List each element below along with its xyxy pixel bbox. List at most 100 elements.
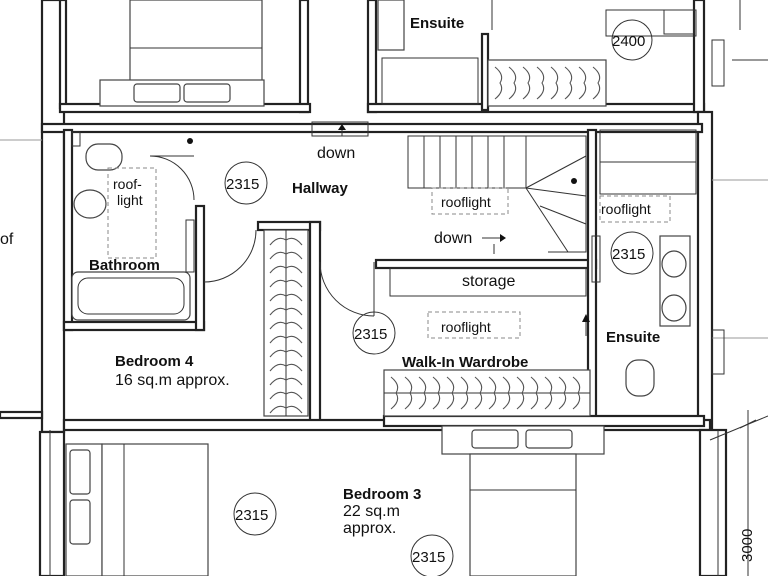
stair-rooflight-label: rooflight xyxy=(441,194,491,210)
hanger-icon xyxy=(522,66,531,100)
room-label-walk-in-wardrobe: Walk-In Wardrobe xyxy=(402,354,528,371)
bedroom3-headboard xyxy=(441,425,605,455)
hanger-icon xyxy=(530,376,539,410)
bathroom-rooflight-outline xyxy=(107,167,157,259)
wardrobe-rooflight-outline xyxy=(427,311,521,339)
hanger-icon xyxy=(269,307,303,316)
bedroom3-area-line2: approx. xyxy=(343,520,396,537)
right-lower-wall xyxy=(698,428,728,576)
ceiling-height-hallway: 2315 xyxy=(226,176,259,193)
room-label-ensuite-right: Ensuite xyxy=(606,329,660,346)
ceiling-height-bedroom3: 2315 xyxy=(412,549,445,566)
stair-direction-down-mid: down xyxy=(434,230,472,247)
labels: Ensuite 2400 down 2315 Hallway roof- lig… xyxy=(0,15,756,566)
hanger-icon xyxy=(558,376,567,410)
storage-top-wall xyxy=(374,258,598,270)
arrow-head-icon xyxy=(500,234,506,242)
staircase xyxy=(407,135,587,254)
hanger-icon xyxy=(564,66,573,100)
bedroom4-bed-frame xyxy=(101,443,209,576)
room-label-bedroom3: Bedroom 3 xyxy=(343,486,421,503)
bedroom4-pillow xyxy=(69,499,91,545)
right-window-frame xyxy=(711,39,725,87)
top-ensuite-bath xyxy=(381,57,479,105)
bathroom-bottom-wall xyxy=(62,320,206,332)
hanger-icon xyxy=(269,251,303,260)
ensuite-rooflight-label: rooflight xyxy=(601,201,651,217)
cropped-label-fragment: of xyxy=(0,231,14,248)
stair-direction-down-top: down xyxy=(317,145,355,162)
top-left-wall xyxy=(58,0,68,110)
hanger-icon xyxy=(269,377,303,386)
hanger-icon xyxy=(494,66,503,100)
ensuite-top-divider xyxy=(480,32,490,112)
hanger-icon xyxy=(516,376,525,410)
bedroom3-pillow xyxy=(471,429,519,449)
stair-winder xyxy=(525,187,569,253)
toilet-icon xyxy=(85,143,123,171)
top-wardrobe xyxy=(487,59,607,107)
ceiling-height-bedroom4: 2315 xyxy=(235,507,268,524)
ensuite-rooflight-outline xyxy=(599,195,671,223)
right-ensuite-fixtures xyxy=(591,129,697,397)
arrow-head-icon xyxy=(338,124,346,130)
walls xyxy=(0,0,728,576)
bathtub-inner xyxy=(77,277,185,315)
bedroom4-area: 16 sq.m approx. xyxy=(115,372,230,389)
dimension-tick xyxy=(739,419,757,429)
hanger-icon xyxy=(269,335,303,344)
wardrobe-bottom-wall xyxy=(382,414,706,428)
wardrobe-rooflight-label: rooflight xyxy=(441,319,491,335)
hanger-icon xyxy=(446,376,455,410)
stair-winder-outline xyxy=(526,135,587,253)
bedroom3-bed xyxy=(410,425,605,576)
dimension-diagonal xyxy=(709,415,768,441)
room-label-hallway: Hallway xyxy=(292,180,349,197)
hallway xyxy=(224,121,590,355)
light-point-icon xyxy=(571,178,577,184)
hanger-icon xyxy=(269,265,303,274)
hanger-icon xyxy=(269,363,303,372)
stair-winder xyxy=(525,155,587,189)
basin-icon xyxy=(73,189,107,219)
hanger-icon xyxy=(550,66,559,100)
hanger-icon xyxy=(488,376,497,410)
bedroom4-wardrobe-door-swing xyxy=(319,261,375,317)
hanger-icon xyxy=(508,66,517,100)
basin-icon xyxy=(661,250,687,278)
right-window-frame-2 xyxy=(711,329,725,375)
hanger-icon xyxy=(269,279,303,288)
bathroom-door-panel xyxy=(185,219,195,273)
ceiling-bubble-landing xyxy=(352,311,396,355)
room-label-bathroom: Bathroom xyxy=(89,257,160,274)
bathroom-rooflight-label-2: light xyxy=(117,192,143,208)
ceiling-bubble-top-right xyxy=(611,19,653,61)
ensuite-top-left-wall xyxy=(366,0,378,114)
top-bed-headboard xyxy=(99,79,265,107)
toilet-icon xyxy=(625,359,655,397)
bedroom3-pillow xyxy=(525,429,573,449)
hanger-icon xyxy=(536,66,545,100)
storage-cupboard xyxy=(389,267,587,297)
hallway-top-wall xyxy=(40,122,704,134)
bedroom4-bed xyxy=(65,443,277,576)
top-right-bed-edge xyxy=(605,9,697,37)
top-ensuite-fixtures xyxy=(377,0,697,107)
bedroom3-area-line1: 22 sq.m xyxy=(343,503,400,520)
top-right-bedside xyxy=(663,9,695,35)
hanger-icon xyxy=(474,376,483,410)
hanger-icon xyxy=(418,376,427,410)
walk-in-wardrobe-rail xyxy=(383,369,591,417)
basin-icon xyxy=(661,294,687,322)
bedroom4-pillow xyxy=(69,449,91,495)
hanger-icon xyxy=(269,237,303,246)
hanger-icon xyxy=(502,376,511,410)
left-lower-wall xyxy=(38,430,66,576)
hanger-icon xyxy=(578,66,587,100)
top-bed xyxy=(99,0,265,107)
light-point-icon xyxy=(187,138,193,144)
stair-winder xyxy=(525,187,587,197)
hanger-icon xyxy=(269,391,303,400)
